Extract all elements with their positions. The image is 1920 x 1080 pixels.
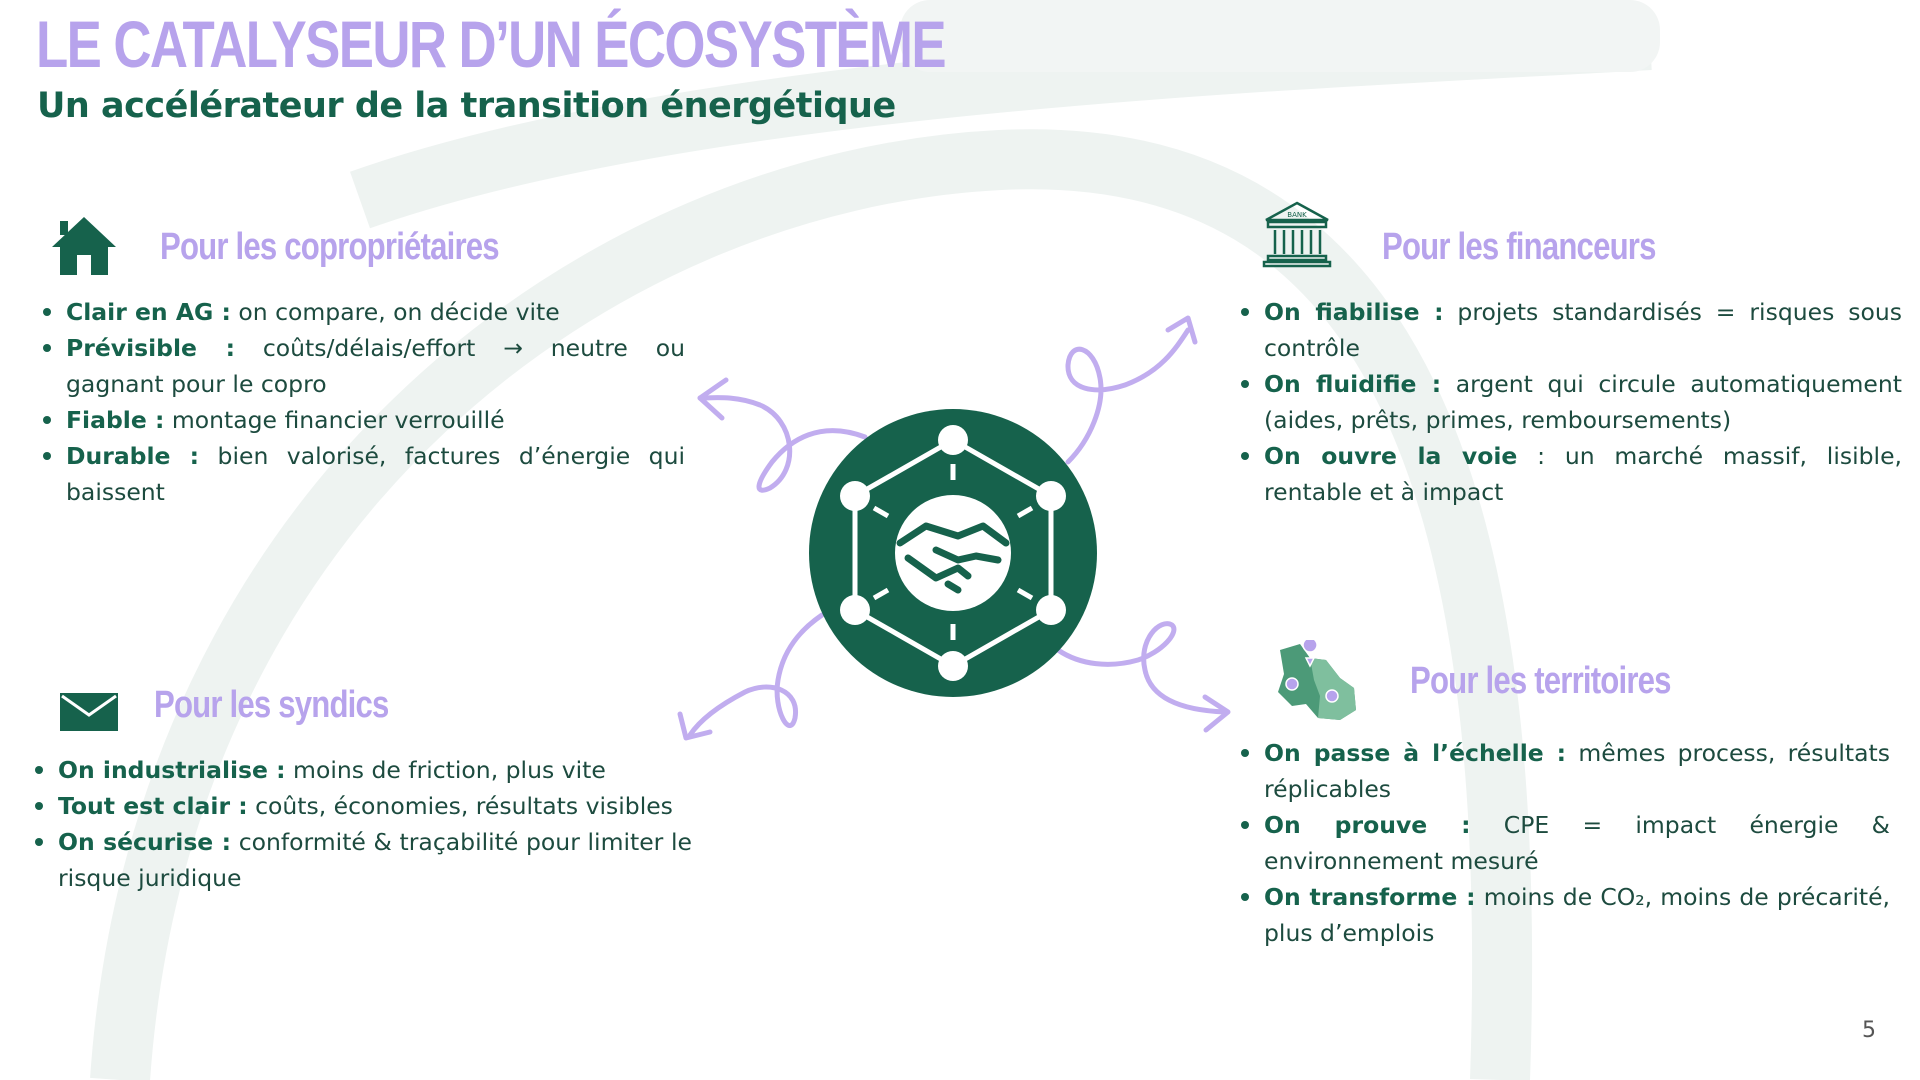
item-label: On prouve :	[1264, 811, 1471, 839]
list-item: Fiable : montage financier verrouillé	[40, 402, 685, 438]
list-item: On sécurise : conformité & traçabilité p…	[32, 824, 692, 896]
item-text: moins de friction, plus vite	[285, 756, 606, 784]
list-item: On fluidifie : argent qui circule automa…	[1238, 366, 1902, 438]
territory-map-icon	[1278, 640, 1356, 720]
item-text: : un marché massif, lisible, rentable et…	[1264, 442, 1902, 506]
envelope-icon	[60, 693, 118, 731]
item-text: projets standardisés = risques sous cont…	[1264, 298, 1902, 362]
arrowhead-syndics	[677, 711, 713, 741]
item-label: Clair en AG :	[66, 298, 231, 326]
item-text: bien valorisé, factures d’énergie qui ba…	[66, 442, 685, 506]
arrow-to-coproprietaires	[697, 395, 868, 493]
item-text: moins de CO₂, moins de précarité, plus d…	[1264, 883, 1891, 947]
page-subtitle: Un accélérateur de la transition énergét…	[37, 86, 896, 126]
bank-label: BANK	[1287, 211, 1307, 219]
item-label: Fiable :	[66, 406, 165, 434]
bank-icon: BANK	[1262, 201, 1332, 268]
syndics-heading: Pour les syndics	[154, 684, 389, 726]
list-item: On passe à l’échelle : mêmes process, ré…	[1238, 735, 1890, 807]
item-text: on compare, on décide vite	[230, 298, 560, 326]
list-item: Clair en AG : on compare, on décide vite	[40, 294, 685, 330]
item-text: conformité & traçabilité pour limiter le…	[58, 828, 692, 892]
handshake-network-icon	[809, 409, 1097, 697]
item-label: On fluidifie :	[1264, 370, 1442, 398]
arrow-to-territoires	[1055, 621, 1228, 715]
arrowhead-financeurs	[1165, 315, 1198, 345]
item-text: mêmes process, résultats réplicables	[1264, 739, 1890, 803]
item-text: montage financier verrouillé	[164, 406, 505, 434]
list-item: Prévisible : coûts/délais/effort → neutr…	[40, 330, 685, 402]
item-label: On passe à l’échelle :	[1264, 739, 1567, 767]
coproprietaires-heading: Pour les copropriétaires	[160, 226, 500, 268]
item-label: On industrialise :	[58, 756, 286, 784]
list-item: Tout est clair : coûts, économies, résul…	[32, 788, 692, 824]
list-item: On ouvre la voie : un marché massif, lis…	[1238, 438, 1902, 510]
syndics-list: On industrialise : moins de friction, pl…	[32, 752, 692, 896]
item-label: Prévisible :	[66, 334, 235, 362]
arrow-to-syndics	[687, 612, 825, 738]
list-item: On industrialise : moins de friction, pl…	[32, 752, 692, 788]
arrowhead-territoires	[1202, 694, 1231, 733]
item-label: Tout est clair :	[58, 792, 248, 820]
arrowhead-coproprietaires	[697, 377, 729, 421]
list-item: On transforme : moins de CO₂, moins de p…	[1238, 879, 1890, 951]
item-label: On ouvre la voie	[1264, 442, 1518, 470]
item-text: coûts/délais/effort → neutre ou gagnant …	[66, 334, 686, 398]
item-label: On sécurise :	[58, 828, 232, 856]
list-item: Durable : bien valorisé, factures d’éner…	[40, 438, 685, 510]
page-title: LE CATALYSEUR D’UN ÉCOSYSTÈME	[36, 7, 947, 81]
list-item: On prouve : CPE = impact énergie & envir…	[1238, 807, 1890, 879]
territoires-list: On passe à l’échelle : mêmes process, ré…	[1238, 735, 1890, 951]
item-label: On fiabilise :	[1264, 298, 1444, 326]
house-icon	[52, 217, 116, 275]
coproprietaires-list: Clair en AG : on compare, on décide vite…	[40, 294, 685, 510]
list-item: On fiabilise : projets standardisés = ri…	[1238, 294, 1902, 366]
item-text: CPE = impact énergie & environnement mes…	[1264, 811, 1890, 875]
financeurs-list: On fiabilise : projets standardisés = ri…	[1238, 294, 1902, 510]
page-number: 5	[1862, 1018, 1876, 1043]
item-label: On transforme :	[1264, 883, 1476, 911]
arrow-to-financeurs	[1065, 327, 1191, 465]
item-text: argent qui circule automatiquement (aide…	[1264, 370, 1902, 434]
item-text: coûts, économies, résultats visibles	[247, 792, 673, 820]
item-label: Durable :	[66, 442, 200, 470]
financeurs-heading: Pour les financeurs	[1382, 226, 1656, 268]
territoires-heading: Pour les territoires	[1410, 660, 1672, 702]
